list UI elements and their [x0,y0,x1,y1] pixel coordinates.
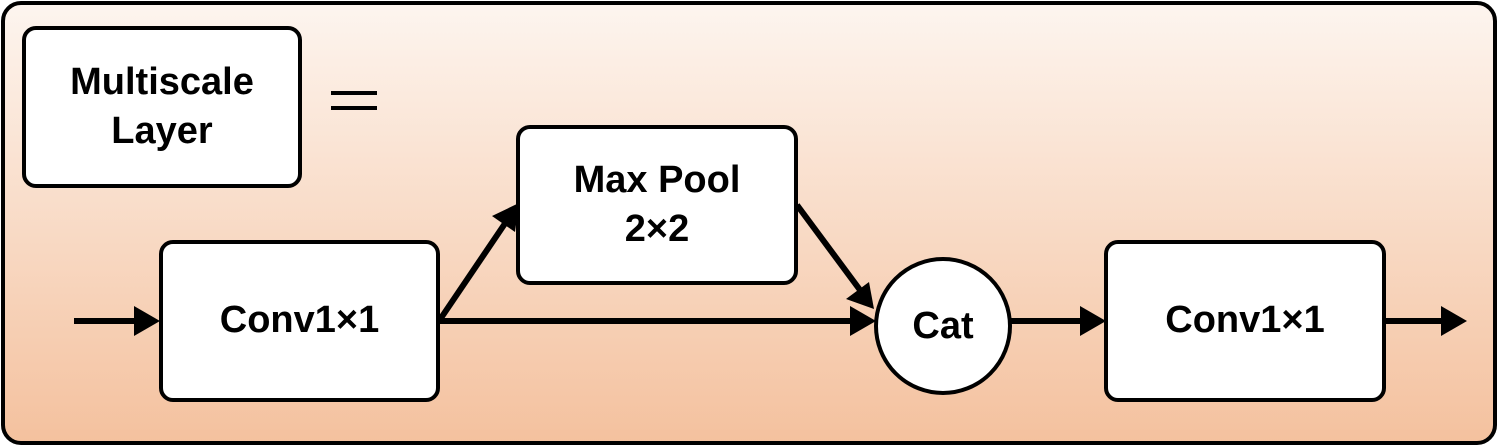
legend-line1: Multiscale [70,60,254,103]
conv-to-cat-arrowhead [850,306,876,336]
maxpool-label-line1: Max Pool [573,158,741,201]
maxpool-node: Max Pool 2×2 [516,125,798,285]
equals-sign-top [331,91,377,95]
output-arrowhead [1441,306,1467,336]
maxpool-to-cat-arrowhead [846,282,874,309]
legend-box: Multiscale Layer [22,26,302,188]
conv1x1-input-label: Conv1×1 [219,299,380,342]
cat-to-conv-arrowhead [1080,306,1106,336]
conv1x1-output-node: Conv1×1 [1104,240,1386,402]
equals-sign-bottom [331,106,377,110]
legend-line2: Layer [111,110,213,152]
conv1x1-input-node: Conv1×1 [159,240,440,402]
conv1x1-output-label: Conv1×1 [1165,299,1325,342]
cat-label: Cat [912,304,974,347]
maxpool-label-line2: 2×2 [624,208,690,250]
cat-node: Cat [874,257,1012,395]
input-arrowhead [134,306,160,336]
conv-to-maxpool-line [436,220,509,323]
conv-to-maxpool-arrowhead [492,203,519,232]
maxpool-to-cat-line [794,203,863,292]
